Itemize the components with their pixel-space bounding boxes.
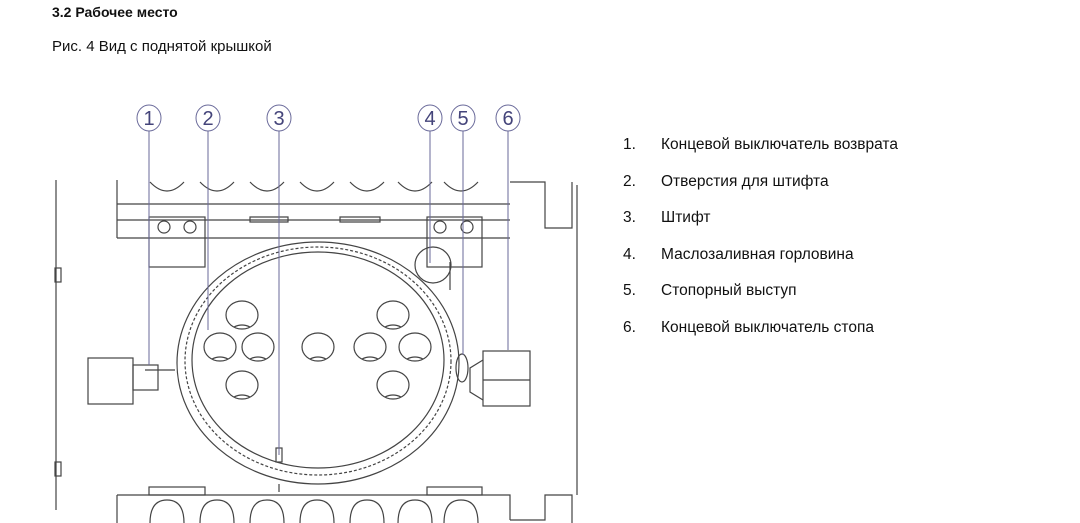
callout-circle bbox=[266, 104, 292, 132]
legend-item: 6. Концевой выключатель стопа bbox=[623, 319, 898, 356]
pin-hole bbox=[353, 332, 387, 362]
section-title: 3.2 Рабочее место bbox=[52, 4, 178, 20]
top-rail-slots bbox=[149, 181, 479, 192]
rotary-table bbox=[176, 241, 460, 485]
pin-hole-shade bbox=[384, 324, 402, 328]
legend-list: 1. Концевой выключатель возврата 2. Отверс… bbox=[623, 136, 898, 355]
callout-circle bbox=[195, 104, 221, 132]
callout-number: 4 bbox=[424, 108, 435, 130]
legend-item: 1. Концевой выключатель возврата bbox=[623, 136, 898, 173]
callout-number: 6 bbox=[502, 108, 513, 130]
machine-frame bbox=[54, 180, 578, 523]
pin-hole bbox=[241, 332, 275, 362]
legend-text: Концевой выключатель возврата bbox=[661, 136, 898, 153]
slot-arc bbox=[349, 181, 385, 192]
callout-number: 1 bbox=[143, 108, 154, 130]
pin-hole-shade bbox=[384, 394, 402, 398]
legend-num: 2. bbox=[623, 172, 636, 190]
pin-hole-shade bbox=[361, 356, 379, 360]
legend-item: 2. Отверстия для штифта bbox=[623, 173, 898, 210]
legend-num: 3. bbox=[623, 209, 636, 226]
pin-hole-shade bbox=[233, 394, 251, 398]
pin-hole bbox=[376, 370, 410, 400]
callout-leaders bbox=[148, 131, 509, 455]
pin-hole-shade bbox=[309, 356, 327, 360]
figure-caption: Рис. 4 Вид с поднятой крышкой bbox=[52, 38, 272, 55]
legend-num: 4. bbox=[623, 245, 636, 263]
callout-circle bbox=[450, 104, 476, 132]
slot-arc bbox=[397, 181, 433, 192]
slot-arc bbox=[249, 499, 285, 523]
slot-arc bbox=[349, 499, 385, 523]
legend-item: 5. Стопорный выступ bbox=[623, 282, 898, 319]
return-limit-switch bbox=[87, 357, 175, 405]
legend-num: 1. bbox=[623, 136, 636, 153]
slot-arc bbox=[149, 499, 185, 523]
slot-arc bbox=[299, 181, 335, 192]
brackets bbox=[148, 216, 483, 496]
pin-hole-shade bbox=[406, 356, 424, 360]
callout-circle bbox=[136, 104, 162, 132]
legend-text: Штифт bbox=[661, 209, 711, 226]
legend-num: 6. bbox=[623, 318, 636, 336]
pin-hole bbox=[203, 332, 237, 362]
pin-hole bbox=[376, 300, 410, 330]
bottom-rail-slots bbox=[149, 499, 479, 523]
slot-arc bbox=[443, 181, 479, 192]
pin-hole-shade bbox=[233, 324, 251, 328]
pin-hole-shade bbox=[211, 356, 229, 360]
slot-arc bbox=[149, 181, 185, 192]
pin-hole bbox=[225, 370, 259, 400]
callout-circle bbox=[417, 104, 443, 132]
pin-holes bbox=[203, 300, 432, 400]
slot-arc bbox=[249, 181, 285, 192]
legend-text: Концевой выключатель стопа bbox=[661, 318, 874, 336]
slot-arc bbox=[199, 499, 235, 523]
legend-num: 5. bbox=[623, 282, 636, 299]
oil-filler-neck bbox=[414, 246, 452, 290]
callout-number: 5 bbox=[457, 108, 468, 130]
callout-circle bbox=[495, 104, 521, 132]
pin-hole-shade bbox=[249, 356, 267, 360]
pin-hole bbox=[225, 300, 259, 330]
pin-hole bbox=[398, 332, 432, 362]
pin-hole bbox=[301, 332, 335, 362]
legend-item: 4. Маслозаливная горловина bbox=[623, 246, 898, 283]
legend-text: Отверстия для штифта bbox=[661, 172, 829, 190]
callout-number: 2 bbox=[202, 108, 213, 130]
slot-arc bbox=[299, 499, 335, 523]
stop-limit-switch bbox=[455, 350, 531, 407]
callout-number: 3 bbox=[273, 108, 284, 130]
slot-arc bbox=[443, 499, 479, 523]
slot-arc bbox=[199, 181, 235, 192]
legend-text: Стопорный выступ bbox=[661, 282, 797, 299]
legend-item: 3. Штифт bbox=[623, 209, 898, 246]
slot-arc bbox=[397, 499, 433, 523]
legend-text: Маслозаливная горловина bbox=[661, 245, 854, 263]
